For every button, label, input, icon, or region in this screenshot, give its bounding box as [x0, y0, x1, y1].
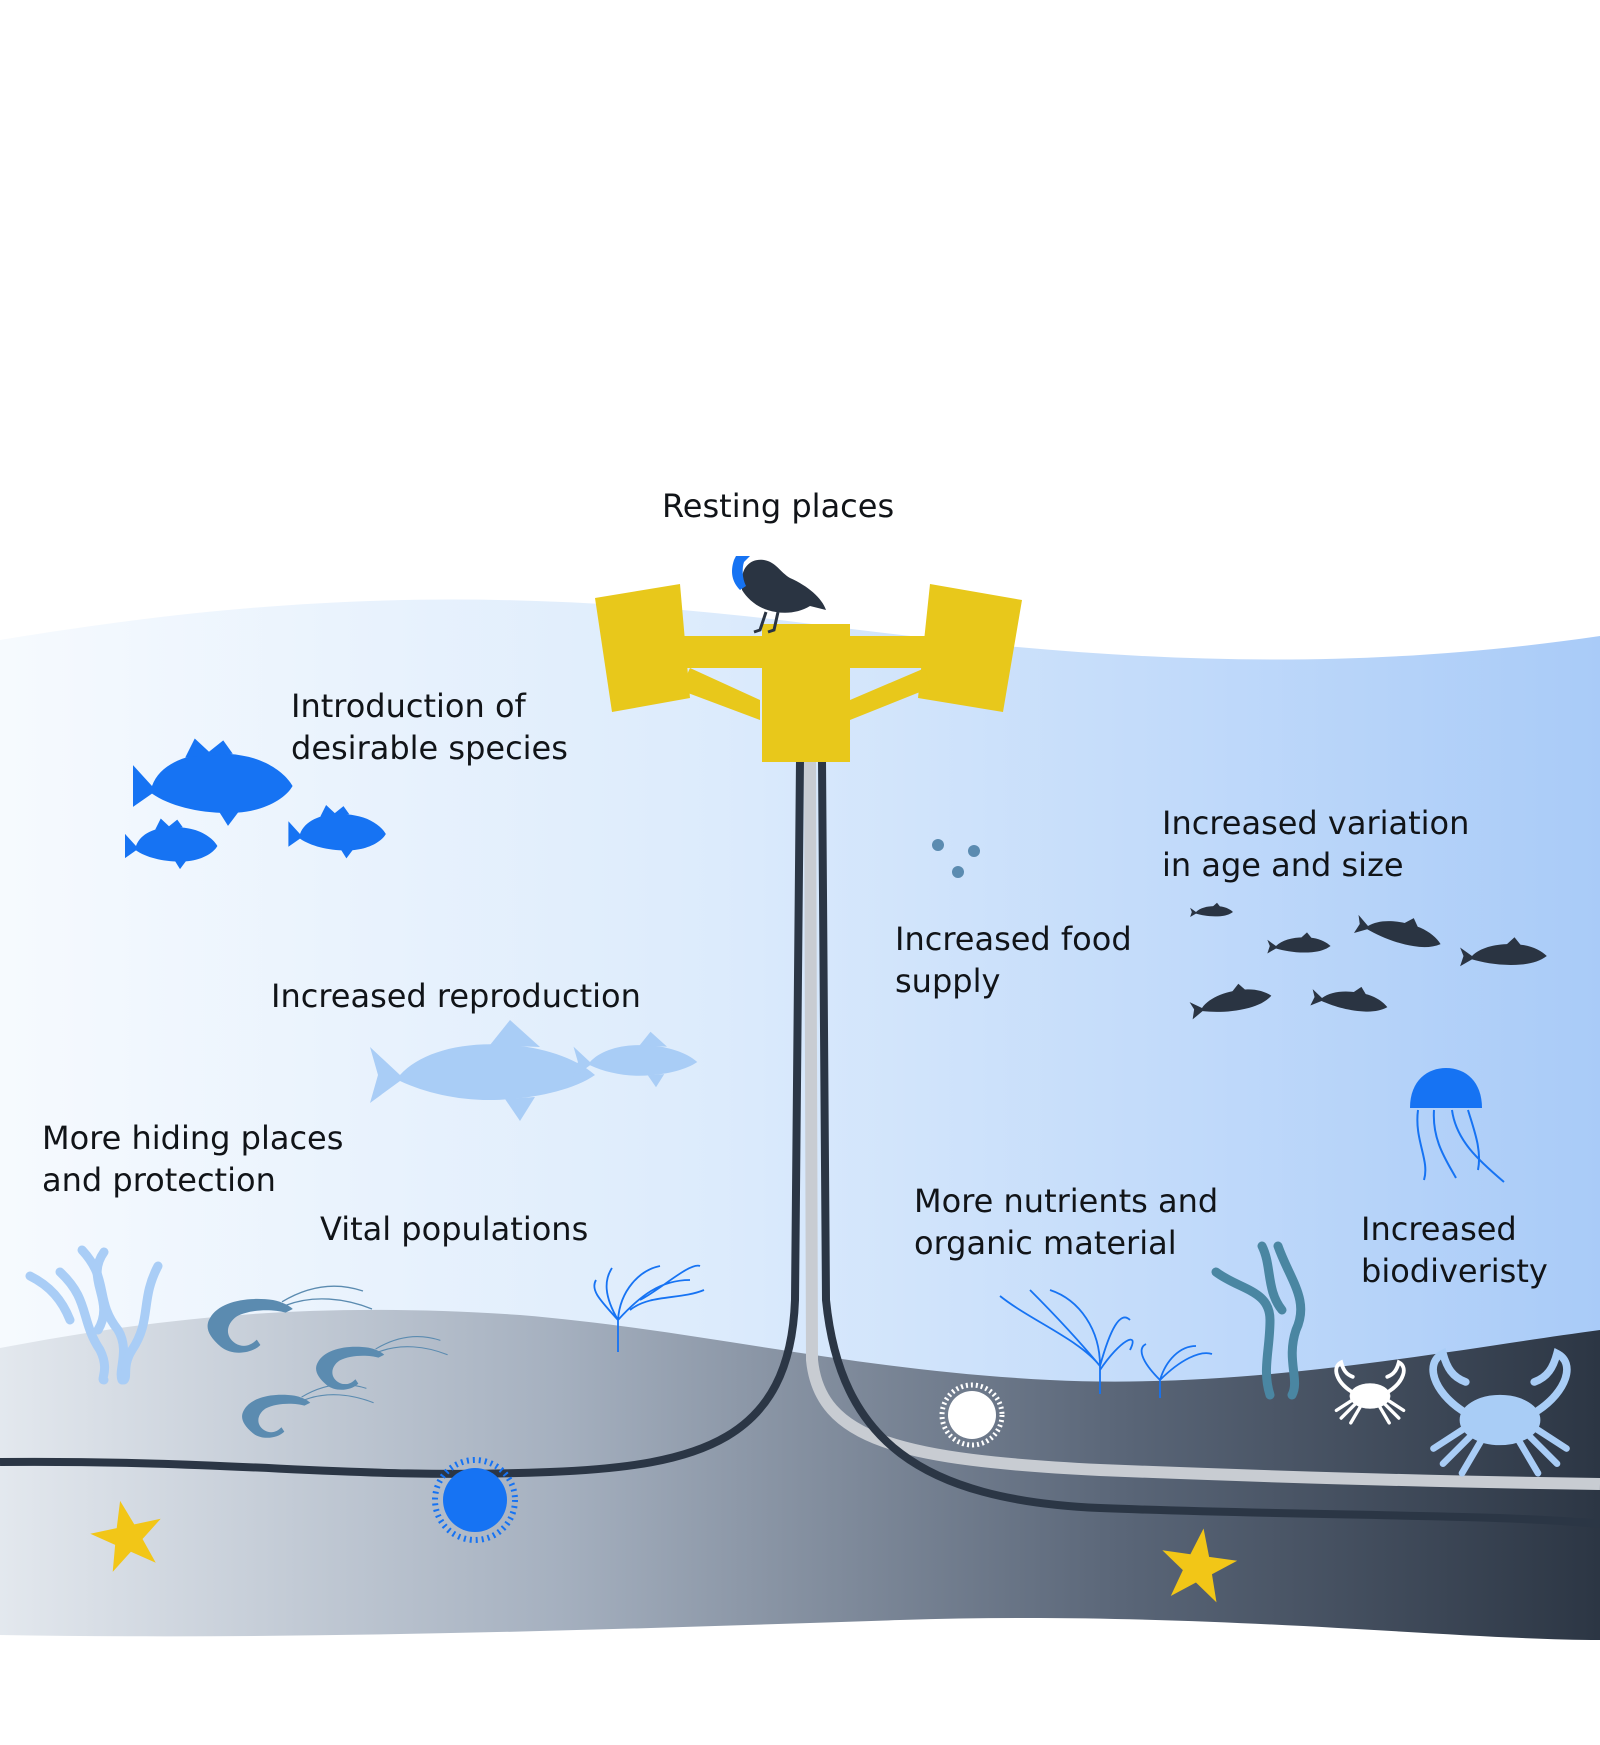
- label-nutrients-line-1: More nutrients and: [914, 1182, 1219, 1220]
- label-desirable-species: Introduction of desirable species: [291, 685, 568, 769]
- label-desirable-species-line-1: Introduction of: [291, 687, 526, 725]
- label-hiding-places-line-1: More hiding places: [42, 1119, 344, 1157]
- label-nutrients-line-2: organic material: [914, 1224, 1177, 1262]
- cable-light: [804, 759, 1600, 1490]
- fish-in-beak-icon: [732, 556, 750, 590]
- label-food-supply: Increased food supply: [895, 918, 1132, 1002]
- label-biodiversity-line-2: biodiveristy: [1361, 1252, 1548, 1290]
- label-variation: Increased variation in age and size: [1162, 802, 1469, 886]
- sea-fan-icon: [999, 1289, 1213, 1398]
- label-reproduction: Increased reproduction: [271, 977, 641, 1015]
- seaweed-icon: [25, 1245, 163, 1385]
- turbine-platform: [595, 584, 1022, 762]
- label-food-supply-line-1: Increased food: [895, 920, 1132, 958]
- label-hiding-places: More hiding places and protection: [42, 1117, 343, 1201]
- label-variation-line-1: Increased variation: [1162, 804, 1470, 842]
- jellyfish-icon: [1410, 1068, 1505, 1183]
- label-biodiversity: Increased biodiveristy: [1361, 1208, 1548, 1292]
- sea-urchin-icon: [432, 1457, 518, 1543]
- cable-right: [818, 759, 1600, 1528]
- label-resting-places: Resting places: [662, 487, 895, 525]
- label-food-supply-line-2: supply: [895, 962, 1001, 1000]
- food-particle-icon: [932, 839, 980, 878]
- seagull-icon: [742, 559, 826, 634]
- label-hiding-places-line-2: and protection: [42, 1161, 276, 1199]
- sea-urchin-icon: [939, 1382, 1005, 1448]
- label-desirable-species-line-2: desirable species: [291, 729, 568, 767]
- sea-fan-icon: [593, 1264, 705, 1352]
- label-vital-populations: Vital populations: [320, 1210, 589, 1248]
- seaweed-icon: [1211, 1241, 1306, 1400]
- cable-left: [0, 759, 804, 1478]
- label-variation-line-2: in age and size: [1162, 846, 1404, 884]
- label-biodiversity-line-1: Increased: [1361, 1210, 1517, 1248]
- label-nutrients: More nutrients and organic material: [914, 1180, 1218, 1264]
